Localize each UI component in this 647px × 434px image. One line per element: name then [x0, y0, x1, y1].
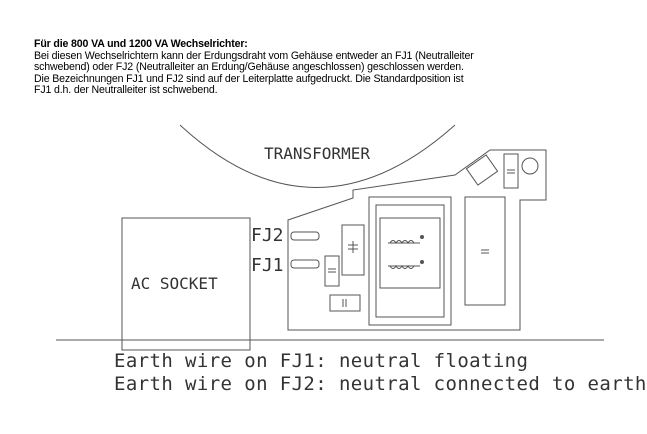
capacitor-fj1: [324, 255, 340, 287]
coil-dot-lower: [420, 260, 424, 264]
transformer-block-outer: [368, 196, 452, 326]
paragraph-line-3: Die Bezeichnungen FJ1 und FJ2 sind auf d…: [34, 72, 464, 85]
ac-socket-label: AC SOCKET: [131, 274, 218, 293]
capacitor-left: [341, 224, 365, 276]
ac-socket-box: [121, 217, 251, 351]
wiring-diagram: TRANSFORMER AC SOCKET FJ2 FJ1: [56, 124, 604, 351]
caption-fj1: Earth wire on FJ1: neutral floating: [114, 350, 529, 372]
transformer-label: TRANSFORMER: [264, 144, 370, 163]
transformer-outline: [179, 124, 456, 188]
large-capacitor: [464, 196, 506, 306]
capacitor-bottom: [329, 294, 361, 312]
coil-dot-upper: [420, 235, 424, 239]
pcb-outline: [287, 149, 547, 331]
fj2-connector: [290, 231, 320, 241]
fj1-label: FJ1: [251, 255, 284, 276]
paragraph-line-1: Bei diesen Wechselrichtern kann der Erdu…: [34, 49, 474, 62]
caption-fj2: Earth wire on FJ2: neutral connected to …: [114, 373, 647, 395]
transformer-core: [379, 217, 441, 289]
paragraph-line-4: FJ1 d.h. der Neutralleiter ist schwebend…: [34, 84, 218, 97]
heading: Für die 800 VA und 1200 VA Wechselrichte…: [34, 38, 248, 50]
paragraph-line-2: schwebend) oder FJ2 (Neutralleiter an Er…: [34, 61, 464, 74]
capacitor-top-rotated: [465, 154, 499, 186]
mounting-hole: [521, 157, 539, 175]
instruction-text: Für die 800 VA und 1200 VA Wechselrichte…: [34, 38, 604, 97]
capacitor-top-small: [503, 153, 519, 189]
fj2-label: FJ2: [251, 225, 284, 246]
transformer-block-inner: [375, 204, 445, 318]
fj1-connector: [290, 259, 320, 269]
